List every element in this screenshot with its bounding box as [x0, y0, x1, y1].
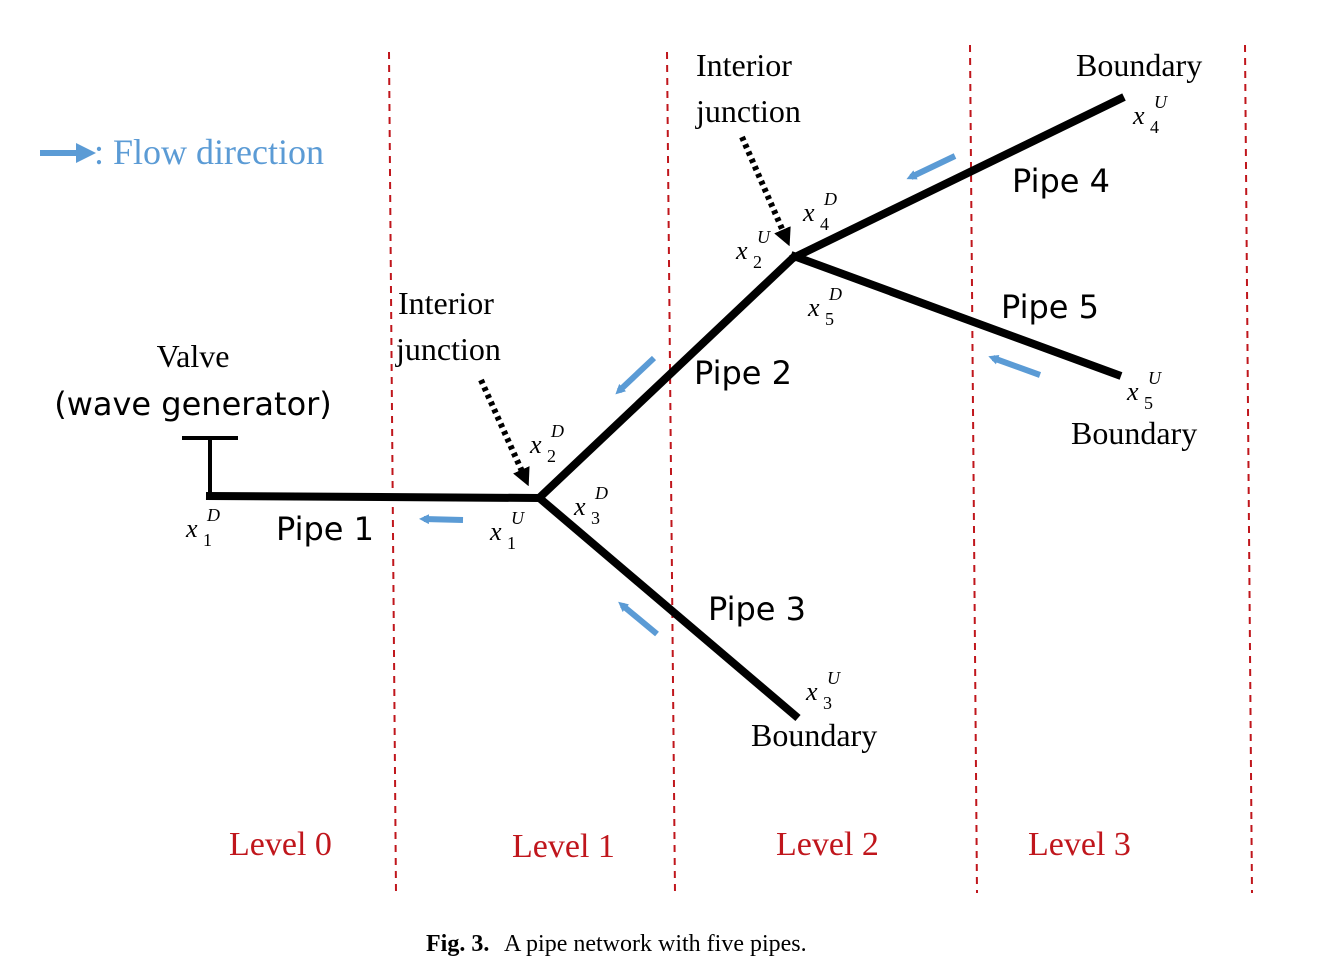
svg-text:1: 1: [203, 530, 212, 550]
node-x4D: x D 4: [802, 189, 837, 234]
boundary-pipe-5-label: Boundary: [1071, 415, 1197, 451]
pipe-4-label: Pipe 4: [1012, 162, 1110, 200]
level-divider-1-2: [666, 51, 676, 894]
interior-junction-1-arrow-icon: [478, 378, 530, 487]
svg-text:U: U: [827, 668, 841, 688]
flow-arrow-pipe4: [906, 153, 957, 180]
level-2-label: Level 2: [776, 826, 879, 863]
svg-text:U: U: [1154, 92, 1168, 112]
svg-text:x: x: [1132, 101, 1145, 130]
node-x2U: x U 2: [735, 227, 771, 272]
figure-caption: Fig. 3. A pipe network with five pipes.: [426, 931, 807, 957]
valve-label: Valve: [157, 338, 230, 374]
svg-text:1: 1: [507, 533, 516, 553]
interior-junction-1: Interior junction: [395, 285, 530, 487]
level-divider-0-1: [388, 51, 397, 894]
svg-text:x: x: [802, 198, 815, 227]
interior-junction-2-label: Interior: [696, 47, 792, 83]
node-x3D: x D 3: [573, 483, 608, 528]
level-0-label: Level 0: [229, 826, 332, 863]
pipe-5: [789, 251, 1123, 380]
svg-text:D: D: [828, 284, 842, 304]
interior-junction-1-label: Interior: [398, 285, 494, 321]
interior-junction-2: Interior junction: [695, 47, 801, 247]
pipe-1-label: Pipe 1: [276, 510, 374, 548]
level-divider-right: [1244, 44, 1253, 894]
level-3-label: Level 3: [1028, 826, 1131, 863]
node-x1D: x D 1: [185, 505, 220, 550]
flow-arrow-pipe1: [419, 514, 464, 525]
svg-text:4: 4: [820, 214, 829, 234]
pipe-3: [534, 492, 801, 722]
pipe-2-label: Pipe 2: [694, 354, 792, 392]
node-x3U: x U 3: [805, 668, 841, 713]
svg-text:5: 5: [825, 309, 834, 329]
figure-caption-label: Fig. 3.: [426, 931, 489, 957]
valve: Valve (wave generator): [54, 338, 332, 496]
pipe-1: [205, 492, 541, 502]
svg-text:x: x: [185, 514, 198, 543]
node-x4U: x U 4: [1132, 92, 1168, 137]
svg-text:x: x: [573, 492, 586, 521]
svg-text:U: U: [1148, 368, 1162, 388]
pipe-5-label: Pipe 5: [1001, 288, 1099, 326]
level-1-label: Level 1: [512, 828, 615, 865]
svg-text:3: 3: [823, 693, 832, 713]
svg-text:U: U: [511, 508, 525, 528]
interior-junction-1-sublabel: junction: [395, 331, 501, 367]
svg-text:x: x: [1126, 377, 1139, 406]
pipe-4: [789, 93, 1126, 263]
flow-arrow-pipe5: [988, 354, 1042, 378]
svg-text:x: x: [805, 677, 818, 706]
flow-arrow-pipe3: [618, 601, 659, 637]
svg-text:2: 2: [753, 252, 762, 272]
node-x5D: x D 5: [807, 284, 842, 329]
svg-text:U: U: [757, 227, 771, 247]
interior-junction-2-arrow-icon: [739, 135, 791, 247]
pipe-2: [534, 253, 798, 503]
node-x1U: x U 1: [489, 508, 525, 553]
svg-text:D: D: [823, 189, 837, 209]
legend-label: : Flow direction: [94, 132, 324, 172]
boundary-pipe-4-label: Boundary: [1076, 47, 1202, 83]
interior-junction-2-sublabel: junction: [695, 93, 801, 129]
svg-text:D: D: [550, 421, 564, 441]
boundary-pipe-3-label: Boundary: [751, 717, 877, 753]
pipe-3-label: Pipe 3: [708, 590, 806, 628]
level-divider-2-3: [969, 44, 978, 894]
svg-text:2: 2: [547, 446, 556, 466]
svg-text:x: x: [735, 236, 748, 265]
flow-direction-legend: : Flow direction: [40, 132, 324, 172]
svg-text:5: 5: [1144, 393, 1153, 413]
svg-text:x: x: [529, 430, 542, 459]
svg-text:x: x: [489, 517, 502, 546]
svg-text:x: x: [807, 293, 820, 322]
flow-arrow-pipe2: [615, 355, 657, 395]
figure-caption-text: A pipe network with five pipes.: [504, 931, 807, 957]
svg-text:4: 4: [1150, 117, 1159, 137]
svg-text:3: 3: [591, 508, 600, 528]
node-x2D: x D 2: [529, 421, 564, 466]
node-x5U: x U 5: [1126, 368, 1162, 413]
svg-text:D: D: [594, 483, 608, 503]
svg-text:D: D: [206, 505, 220, 525]
valve-sublabel: (wave generator): [54, 385, 332, 423]
